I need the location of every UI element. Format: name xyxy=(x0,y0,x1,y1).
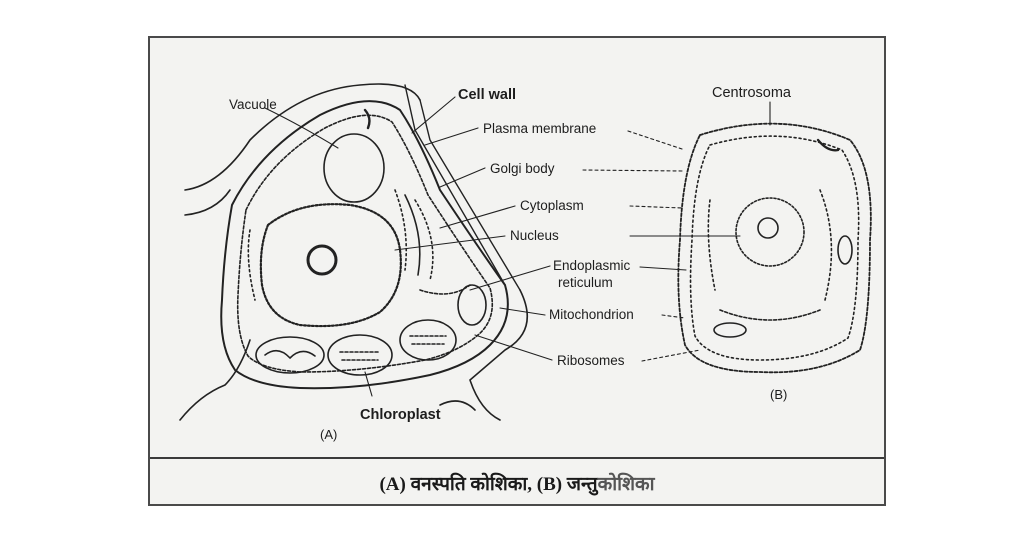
nucleus-shape xyxy=(259,203,402,328)
label-chloroplast: Chloroplast xyxy=(360,407,441,423)
figure-frame xyxy=(148,36,886,506)
vacuole-shape xyxy=(323,133,385,203)
label-vacuole: Vacuole xyxy=(229,97,277,112)
animal-cell xyxy=(677,122,872,374)
cell-wall-outline xyxy=(220,100,509,390)
figure-caption: (A) वनस्पति कोशिका, (B) जन्तु कोशिका xyxy=(150,457,884,506)
label-mitochondrion: Mitochondrion xyxy=(549,307,634,322)
tag-a: (A) xyxy=(320,427,338,442)
label-nucleus: Nucleus xyxy=(510,228,559,243)
label-golgi-body: Golgi body xyxy=(490,161,555,176)
label-endoplasmic: Endoplasmic xyxy=(553,258,631,273)
label-plasma-membrane: Plasma membrane xyxy=(483,121,597,136)
animal-cell-outline xyxy=(677,122,872,374)
tag-b: (B) xyxy=(770,387,788,402)
label-ribosomes: Ribosomes xyxy=(557,353,625,368)
animal-nucleus xyxy=(735,197,805,267)
label-cell-wall: Cell wall xyxy=(458,87,517,103)
plant-cell xyxy=(179,83,529,421)
caption-part-a: (A) वनस्पति कोशिका, (B) जन्तु xyxy=(379,473,598,495)
leader-lines xyxy=(264,96,771,397)
label-centrosome: Centrosoma xyxy=(712,85,791,101)
caption-part-b: कोशिका xyxy=(597,473,655,495)
label-cytoplasm: Cytoplasm xyxy=(520,198,584,213)
label-reticulum: reticulum xyxy=(558,275,613,290)
